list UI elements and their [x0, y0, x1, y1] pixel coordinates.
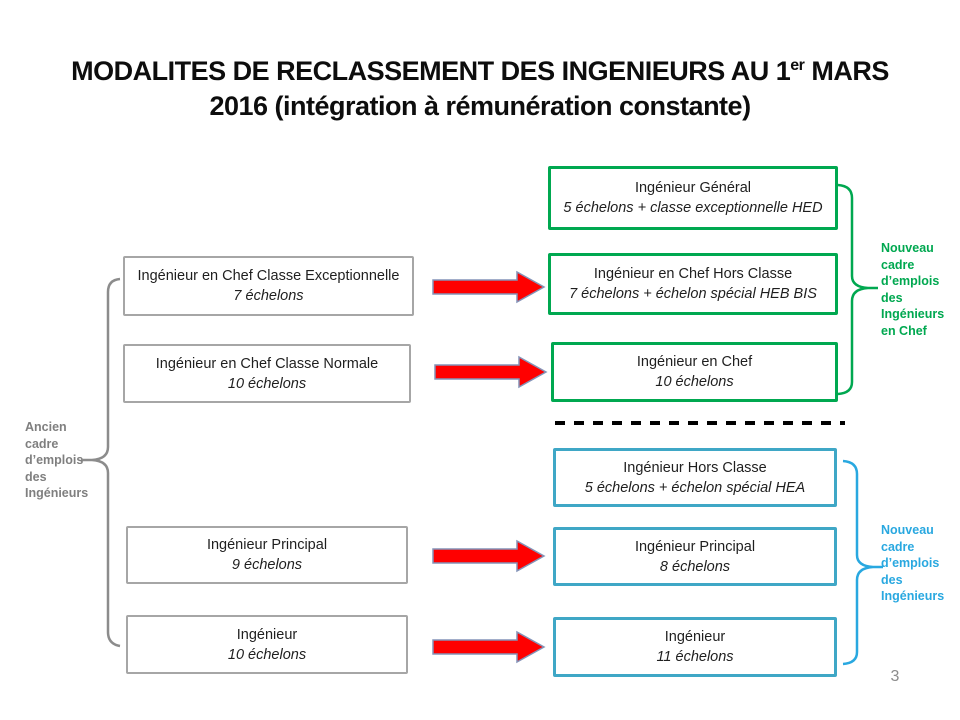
page-number: 3	[890, 668, 900, 685]
box-title: Ingénieur en Chef	[636, 354, 753, 370]
red-arrow-icon	[432, 270, 546, 304]
old-box-principal: Ingénieur Principal 9 échelons	[126, 526, 408, 584]
box-title: Ingénieur en Chef Classe Normale	[155, 355, 379, 372]
red-arrow-icon	[434, 355, 548, 389]
box-subtitle: 8 échelons	[659, 558, 731, 575]
box-title: Ingénieur en Chef Classe Exceptionnelle	[137, 268, 400, 284]
old-box-ingenieur: Ingénieur 10 échelons	[126, 615, 408, 674]
box-subtitle: 11 échelons	[656, 649, 734, 665]
box-subtitle: 7 échelons	[233, 288, 304, 304]
box-subtitle: 5 échelons + échelon spécial HEA	[584, 479, 806, 496]
new-cadre-ing-brace-icon	[842, 459, 883, 666]
old-cadre-label: Ancien cadre d’emplois des Ingénieurs	[25, 420, 89, 500]
box-subtitle: 10 échelons	[227, 375, 307, 392]
new-box-chef: Ingénieur en Chef 10 échelons	[551, 342, 838, 402]
new-cadre-chef-brace-icon	[837, 183, 878, 396]
old-box-chef-classe-normale: Ingénieur en Chef Classe Normale 10 éche…	[123, 344, 411, 403]
title-line-2: 2016 (intégration à rémunération constan…	[209, 91, 751, 121]
new-box-principal: Ingénieur Principal 8 échelons	[553, 527, 837, 586]
box-title: Ingénieur	[236, 626, 298, 643]
title-line-1: MODALITES DE RECLASSEMENT DES INGENIEURS…	[0, 48, 960, 89]
box-subtitle: 9 échelons	[231, 557, 303, 573]
page-title: MODALITES DE RECLASSEMENT DES INGENIEURS…	[0, 48, 960, 124]
red-arrow-icon	[432, 539, 546, 573]
red-arrow-icon	[432, 630, 546, 664]
box-title: Ingénieur	[664, 629, 726, 645]
box-title: Ingénieur Hors Classe	[623, 459, 767, 476]
title-line1-suffix: MARS	[804, 56, 889, 86]
old-cadre-brace-icon	[81, 277, 121, 648]
box-title: Ingénieur Principal	[206, 537, 328, 553]
box-subtitle: 10 échelons	[655, 374, 734, 390]
title-line1-text: MODALITES DE RECLASSEMENT DES INGENIEURS…	[71, 56, 791, 86]
title-superscript: er	[790, 57, 805, 74]
box-title: Ingénieur Général	[634, 180, 752, 196]
box-title: Ingénieur Principal	[634, 538, 756, 555]
old-box-chef-classe-exceptionnelle: Ingénieur en Chef Classe Exceptionnelle …	[123, 256, 414, 316]
box-subtitle: 10 échelons	[227, 646, 307, 663]
box-subtitle: 5 échelons + classe exceptionnelle HED	[563, 200, 823, 216]
box-subtitle: 7 échelons + échelon spécial HEB BIS	[569, 286, 817, 302]
new-box-ingenieur: Ingénieur 11 échelons	[553, 617, 837, 677]
new-cadre-ing-label: Nouveau cadre d’emplois des Ingénieurs	[881, 523, 945, 603]
dashed-separator	[555, 421, 845, 425]
new-box-hors-classe: Ingénieur Hors Classe 5 échelons + échel…	[553, 448, 837, 507]
new-box-general: Ingénieur Général 5 échelons + classe ex…	[548, 166, 838, 230]
new-cadre-chef-label: Nouveau cadre d’emplois des Ingénieurs e…	[881, 241, 945, 338]
new-box-chef-hors-classe: Ingénieur en Chef Hors Classe 7 échelons…	[548, 253, 838, 315]
box-title: Ingénieur en Chef Hors Classe	[593, 266, 793, 282]
